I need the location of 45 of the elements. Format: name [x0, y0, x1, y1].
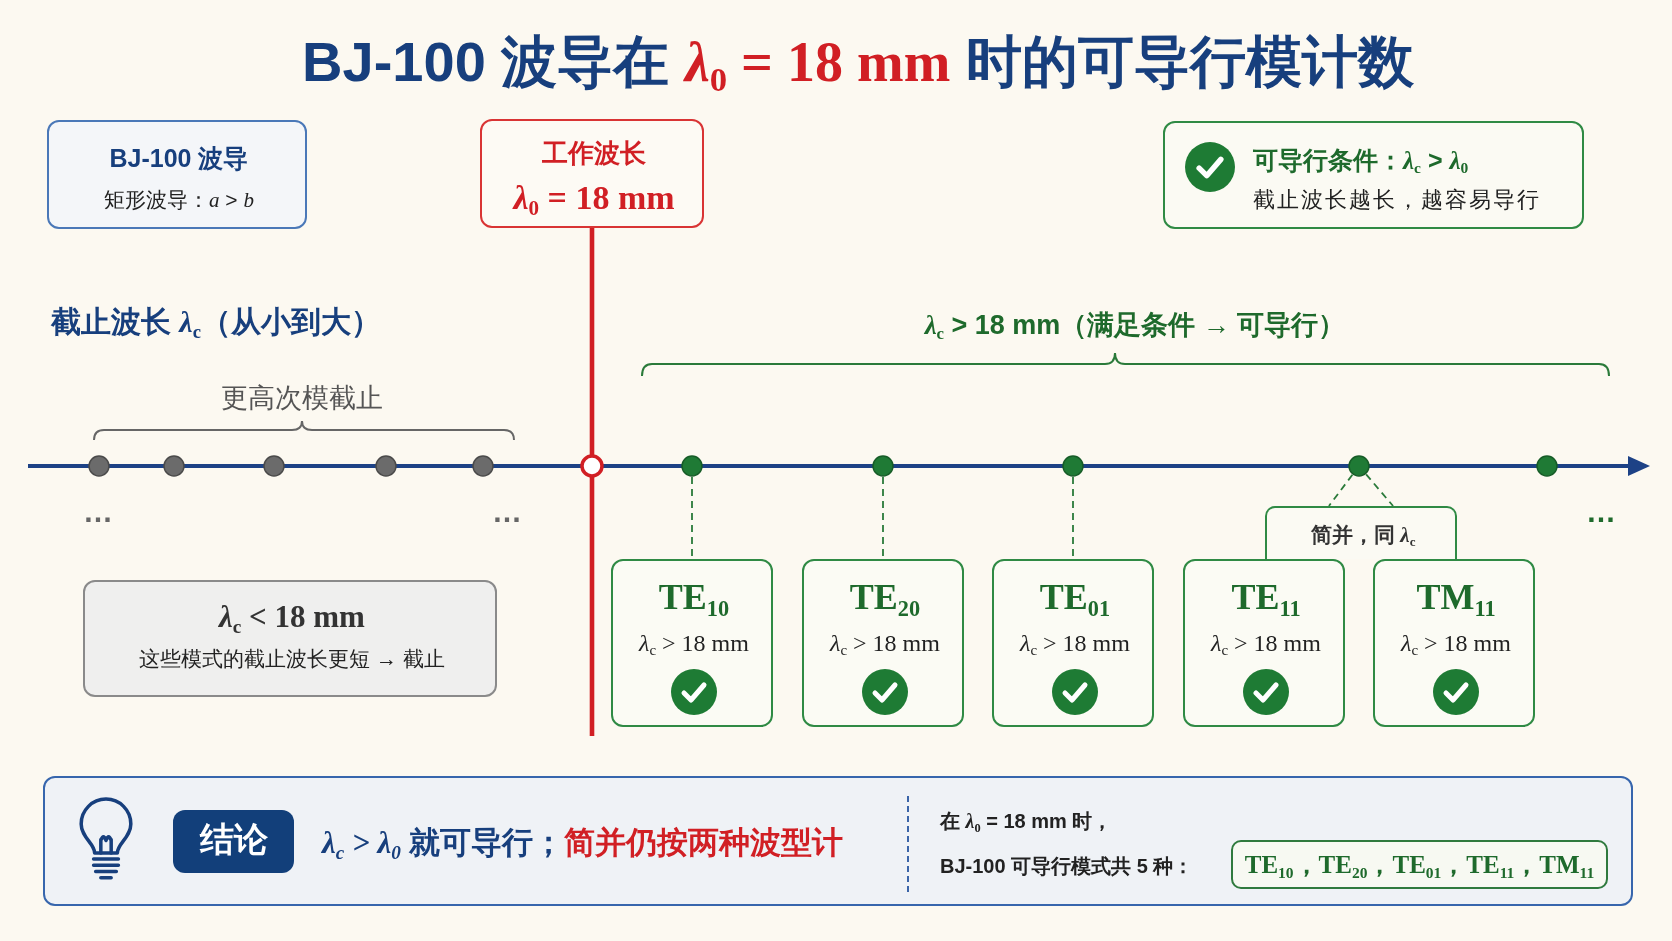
mode-card — [992, 559, 1154, 727]
condition-text: λ$_{c}$ > 18 mm — [1020, 628, 1130, 658]
range-label: λ$_{c}$ > 18 mm（满足条件 → 可导行） — [924, 308, 1346, 342]
note-box — [83, 580, 497, 697]
conclusion-text: λ$_{c}$ > λ$_{0}$ 就可导行；简并仍按两种波型计 — [322, 824, 844, 862]
summary-text: 在 λ$_{0}$ = 18 mm 时， — [940, 809, 1113, 833]
mode-name: TM$_{11}$ — [1416, 576, 1496, 620]
tab-box — [1265, 506, 1457, 559]
box-title: BJ-100 波导 — [109, 143, 249, 173]
modes-list-box: TE$_{10}$，TE$_{20}$，TE$_{01}$，TE$_{11}$，TM$_{11}$ — [1231, 840, 1608, 889]
leader-line — [1365, 473, 1394, 507]
condition-text: λ$_{c}$ > 18 mm — [1401, 628, 1511, 658]
summary-text: BJ-100 可导行模式共 5 种： — [940, 854, 1194, 878]
info-box — [47, 120, 307, 229]
mode-card — [1373, 559, 1535, 727]
note-text: 这些模式的截止波长更短 → 截止 — [139, 646, 445, 672]
title: BJ-100 波导在 λ$_{0}$ = 18 mm 时的可导行模计数 — [302, 28, 1414, 97]
condition-box — [1163, 121, 1584, 229]
mode-name: TE$_{10}$ — [658, 576, 730, 620]
condition-title: 可导行条件：λ$_{c}$ > λ$_{0}$ — [1253, 144, 1469, 176]
group-label: 更高次模截止 — [221, 381, 383, 415]
condition-text: λ$_{c}$ > 18 mm — [830, 628, 940, 658]
formula: λ$_{c}$ < 18 mm — [219, 598, 365, 636]
ellipsis: … — [492, 494, 522, 530]
condition-text: 截止波长越长，越容易导行 — [1253, 186, 1541, 214]
conclusion-badge: 结论 — [173, 810, 294, 873]
formula: λ$_{0}$ = 18 mm — [513, 177, 675, 219]
condition-text: λ$_{c}$ > 18 mm — [639, 628, 749, 658]
ellipsis: … — [1586, 494, 1616, 530]
ellipsis: … — [83, 494, 113, 530]
condition-text: λ$_{c}$ > 18 mm — [1211, 628, 1321, 658]
wavelength-box — [480, 119, 704, 228]
leader-line — [1328, 473, 1354, 507]
mode-name: TE$_{01}$ — [1039, 576, 1111, 620]
tab-label: 简并，同 λ$_{c}$ — [1310, 521, 1416, 549]
box-title: 工作波长 — [542, 138, 646, 170]
mode-name: TE$_{20}$ — [849, 576, 921, 620]
conclusion-panel — [43, 776, 1633, 906]
box-text: 矩形波导：a > b — [104, 186, 254, 214]
mode-card — [611, 559, 773, 727]
mode-card — [802, 559, 964, 727]
mode-name: TE$_{11}$ — [1231, 576, 1301, 620]
marker-line — [589, 228, 595, 736]
mode-card — [1183, 559, 1345, 727]
section-heading: 截止波长 λ$_{c}$（从小到大） — [51, 304, 381, 340]
